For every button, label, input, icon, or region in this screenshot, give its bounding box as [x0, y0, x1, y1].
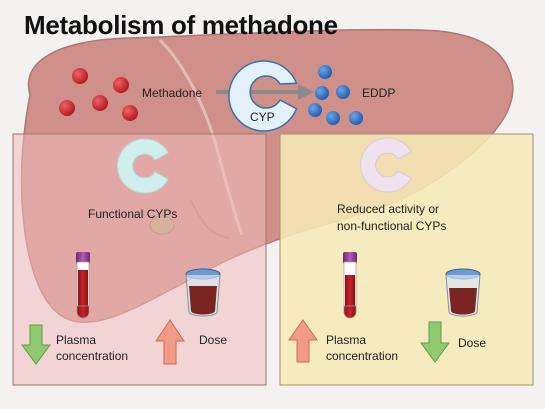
left-plasma-label-line2: concentration — [56, 349, 129, 363]
right-dose-arrow-down-icon — [420, 321, 450, 363]
eddp-molecule — [318, 65, 332, 79]
reduced-cyp-icon — [360, 137, 412, 193]
methadone-molecule — [72, 68, 88, 84]
right-blood-tube-icon — [343, 252, 357, 319]
methadone-molecule — [92, 95, 108, 111]
left-blood-tube-icon — [76, 252, 90, 319]
eddp-molecule — [336, 85, 350, 99]
eddp-molecule — [349, 111, 363, 125]
functional-cyps-label: Functional CYPs — [88, 207, 178, 221]
reduced-cyp-panel — [279, 133, 534, 386]
left-dose-label: Dose — [199, 333, 228, 347]
right-plasma-arrow-up-icon — [288, 319, 318, 363]
methadone-molecules — [59, 68, 138, 121]
reduced-cyps-label-line2: non-functional CYPs — [337, 219, 447, 233]
functional-cyp-icon — [117, 138, 169, 194]
right-dose-label: Dose — [458, 336, 487, 350]
methadone-molecule — [122, 105, 138, 121]
eddp-molecule — [308, 103, 322, 117]
diagram-title: Metabolism of methadone — [24, 10, 338, 40]
left-specimen-cup-icon — [185, 268, 221, 317]
right-specimen-cup-icon — [445, 268, 481, 317]
methadone-molecule — [113, 77, 129, 93]
functional-cyp-panel — [12, 133, 267, 386]
methadone-molecule — [59, 100, 75, 116]
eddp-molecule — [315, 86, 329, 100]
eddp-label: EDDP — [362, 86, 396, 100]
left-plasma-label-line1: Plasma — [56, 333, 97, 347]
cyp-enzyme-icon — [228, 60, 298, 132]
left-dose-arrow-up-icon — [155, 319, 185, 365]
reduced-cyps-label-line1: Reduced activity or — [337, 202, 440, 216]
left-plasma-arrow-down-icon — [21, 324, 51, 365]
right-plasma-label-line1: Plasma — [326, 333, 367, 347]
methadone-label: Methadone — [142, 86, 203, 100]
cyp-label: CYP — [250, 110, 275, 124]
eddp-molecule — [326, 111, 340, 125]
eddp-molecules — [308, 65, 363, 125]
right-plasma-label-line2: concentration — [326, 349, 399, 363]
